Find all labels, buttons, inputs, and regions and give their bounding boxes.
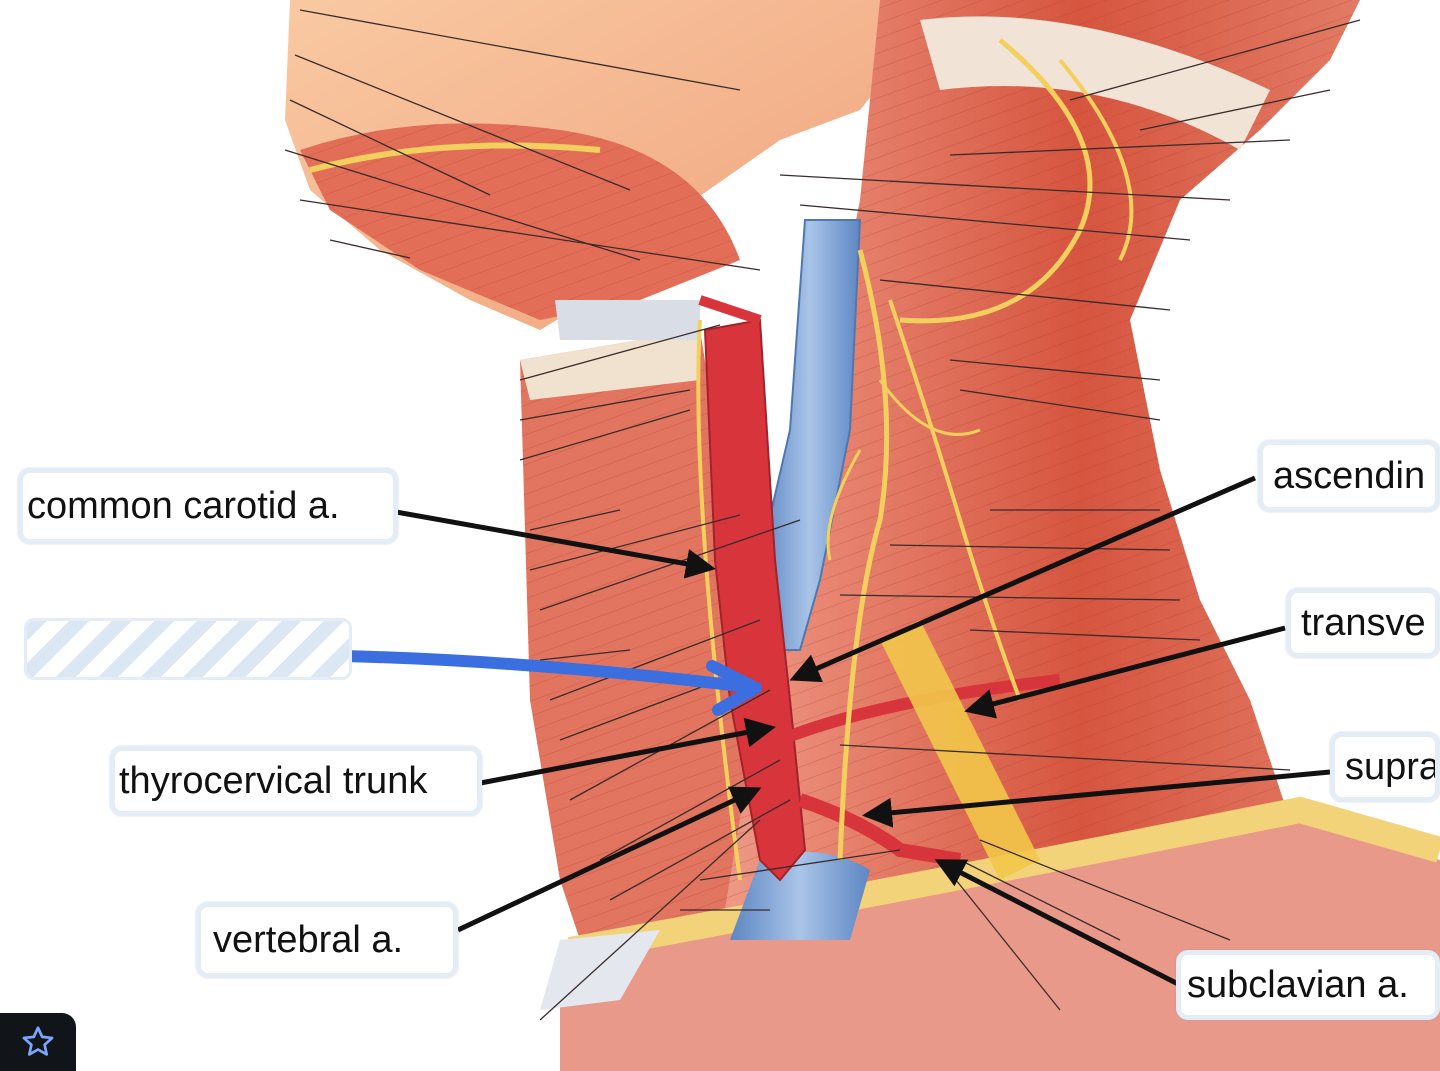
label-ascending-text: ascendin: [1273, 455, 1426, 497]
pointer-supra: [862, 769, 1331, 828]
nerves: [696, 249, 1040, 881]
artery-branch: [698, 295, 762, 325]
label-supra-text: supra: [1345, 746, 1440, 788]
star-icon: [22, 1026, 54, 1056]
internal-jugular-vein: [759, 219, 862, 651]
label-vertebral[interactable]: vertebral a.: [196, 902, 458, 978]
pointer-thyrocervical: [469, 717, 776, 788]
label-ascending[interactable]: ascendin: [1258, 440, 1440, 512]
hidden-answer-box[interactable]: [24, 618, 352, 680]
head-region: [285, 0, 900, 330]
label-transverse-text: transve: [1301, 602, 1426, 644]
pointer-vertebral: [456, 786, 762, 933]
pointer-arrows: [384, 475, 1331, 988]
label-transverse[interactable]: transve: [1286, 588, 1440, 658]
artery-branch: [797, 793, 962, 867]
label-common-carotid-text: common carotid a.: [27, 485, 340, 527]
label-supra[interactable]: supra: [1330, 732, 1440, 802]
star-button[interactable]: [0, 1013, 76, 1071]
label-subclavian-text: subclavian a.: [1187, 964, 1409, 1006]
blue-highlight-arrow: [334, 650, 762, 716]
pointer-transverse: [964, 625, 1286, 719]
label-subclavian[interactable]: subclavian a.: [1176, 950, 1440, 1020]
pointer-subclavian: [934, 859, 1182, 988]
label-thyrocervical-trunk-text: thyrocervical trunk: [119, 760, 428, 802]
label-common-carotid[interactable]: common carotid a.: [18, 468, 398, 544]
label-vertebral-text: vertebral a.: [213, 919, 404, 961]
pointer-ascending: [789, 475, 1256, 683]
label-thyrocervical-trunk[interactable]: thyrocervical trunk: [110, 746, 482, 816]
pointer-common-carotid: [384, 507, 716, 579]
posterior-neck: [720, 0, 1440, 1071]
